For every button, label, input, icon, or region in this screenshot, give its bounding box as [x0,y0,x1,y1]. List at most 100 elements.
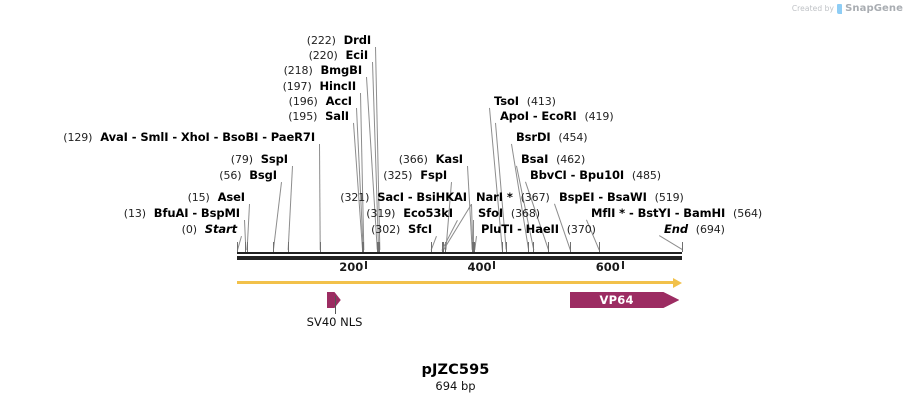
enzyme-name: BsaI [521,152,549,166]
enzyme-name: SacI [377,190,404,204]
site-label-row-hincii[interactable]: (197) HincII [0,79,357,94]
site-position: (220) [308,49,338,62]
enzyme-separator: - [209,130,223,144]
enzyme-name: BsiHKAI [416,190,467,204]
site-position: (196) [288,95,318,108]
feature-sv40-nls[interactable] [326,292,341,308]
enzyme-name: BsoBI [222,130,259,144]
site-position: (222) [306,34,336,47]
site-label-row-bfuai[interactable]: (13) BfuAI - BspMI [0,206,240,221]
ruler-tick-600 [621,261,624,269]
enzyme-name: ApoI [500,109,529,123]
site-position: (419) [584,110,614,123]
site-label-row-bsgi[interactable]: (56) BsgI [0,169,277,183]
feature-arrow-shape [569,292,680,308]
site-label-row-drdi[interactable]: (222) DrdI [0,33,371,48]
enzyme-separator: - [594,190,607,204]
site-tick-row-end [682,242,683,252]
site-position: (302) [371,223,401,236]
site-label-row-saci[interactable]: (321) SacI - BsiHKAI [0,190,467,205]
site-label-row-mfli[interactable]: MflI * - BstYI - BamHI (564) [591,206,763,221]
site-label-row-bsai[interactable]: BsaI (462) [521,152,586,167]
enzyme-name: AccI [325,94,353,108]
site-position: (0) [181,223,197,236]
ruler-label-200: 200 [339,260,364,274]
ruler-tick-200 [365,261,368,269]
site-tick-row-apoi [505,242,507,252]
enzyme-name: SspI [260,152,288,166]
sequence-backbone-thin-line [237,252,682,254]
site-label-row-acci[interactable]: (196) AccI [0,94,353,109]
site-position: (13) [123,207,146,220]
site-label-row-start[interactable]: (0) Start [0,223,237,237]
enzyme-name: HaeII [525,222,559,236]
site-label-row-avai[interactable]: (129) AvaI - SmlI - XhoI - BsoBI - PaeR7… [0,130,315,145]
enzyme-name: BfuAI [153,206,189,220]
site-position: (564) [733,207,763,220]
enzyme-name: EcoRI [541,109,577,123]
enzyme-name: SfcI [408,222,432,236]
site-label-row-bspei[interactable]: BspEI - BsaWI (519) [559,190,684,205]
enzyme-separator: - [403,190,417,204]
site-tick-row-bsai [533,242,535,252]
site-position: (366) [398,153,428,166]
enzyme-name: XhoI [180,130,210,144]
leader-line-row-end [659,235,683,250]
enzyme-name: SalI [325,109,349,123]
enzyme-name: DrdI [343,33,371,47]
enzyme-name: MflI * [591,206,626,220]
site-tick-row-drdi [379,242,381,252]
site-position: (321) [340,191,370,204]
enzyme-name: NarI * [476,190,513,204]
site-label-row-ecii[interactable]: (220) EciI [0,49,369,63]
site-label-row-bbvci[interactable]: BbvCI - Bpu10I (485) [530,168,661,183]
site-label-row-apoi[interactable]: ApoI - EcoRI (419) [500,109,614,124]
enzyme-name: SfoI [478,206,504,220]
site-tick-row-bsgi [272,242,274,252]
site-label-row-bsrdi[interactable]: BsrDI (454) [516,131,588,145]
enzyme-name: Bpu10I [579,168,625,182]
site-position: (197) [282,80,312,93]
site-tick-row-mfli [598,242,600,252]
site-tick-row-sfci [430,242,432,252]
sequence-backbone-thick-line [237,256,682,260]
site-label-row-bmgbi[interactable]: (218) BmgBI [0,63,363,78]
site-tick-row-sali [362,242,364,252]
enzyme-name: HincII [319,79,356,93]
enzyme-name: BmgBI [320,63,362,77]
site-label-row-eco53ki[interactable]: (319) Eco53kI [0,207,453,221]
ruler-tick-400 [493,261,496,269]
enzyme-name: End [664,222,688,236]
site-position: (462) [556,153,586,166]
site-tick-row-bbvci [547,242,549,252]
site-label-row-end[interactable]: End (694) [664,222,725,237]
site-label-row-tsoi[interactable]: TsoI (413) [494,95,556,109]
site-label-row-sfci[interactable]: (302) SfcI [0,222,432,237]
site-position: (129) [63,131,93,144]
watermark-brand-label: SnapGene [845,3,903,14]
site-label-row-sspi[interactable]: (79) SspI [0,152,288,167]
site-label-row-asei[interactable]: (15) AseI [0,191,246,205]
site-label-row-kasi[interactable]: (366) KasI [0,153,463,167]
site-position: (485) [631,169,661,182]
site-position: (519) [654,191,684,204]
enzyme-separator: - [127,130,141,144]
title-block: pJZC595 694 bp [0,362,911,393]
site-position: (195) [288,110,318,123]
snapgene-watermark: Created by SnapGene [792,3,903,14]
site-label-row-nari[interactable]: NarI * (367) [476,190,550,205]
site-tick-row-asei [246,242,248,252]
site-tick-row-sfoi [472,242,474,252]
enzyme-separator: - [625,206,638,220]
site-tick-row-bfuai [245,242,247,252]
site-label-row-pluti[interactable]: PluTI - HaeII (370) [481,222,596,237]
site-label-row-sali[interactable]: (195) SalI [0,109,349,124]
orf-arrow-head [673,277,682,288]
enzyme-name: BspEI [559,190,595,204]
site-label-row-sfoi[interactable]: SfoI (368) [478,206,540,221]
site-label-row-fspi[interactable]: (325) FspI [0,169,447,183]
site-tick-row-ecii [378,242,380,252]
feature-vp64[interactable]: VP64 [569,292,680,308]
site-position: (370) [566,223,596,236]
